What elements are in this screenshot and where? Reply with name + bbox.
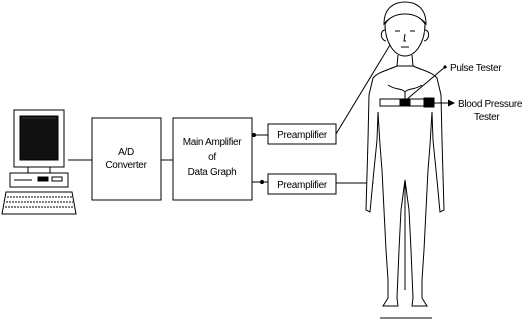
main-amplifier-label-2: of bbox=[208, 152, 216, 163]
computer-icon bbox=[2, 110, 76, 214]
preamplifier-top-block: Preamplifier bbox=[268, 124, 336, 144]
amplifier-to-preamplifier-lines bbox=[252, 133, 268, 183]
blood-pressure-tester-callout: Blood Pressure Tester bbox=[434, 99, 523, 123]
main-amplifier-label-1: Main Amplifier bbox=[183, 137, 243, 148]
human-figure-icon bbox=[366, 2, 444, 318]
ad-converter-label-2: Converter bbox=[105, 160, 147, 171]
preamplifier-bottom-label: Preamplifier bbox=[277, 180, 328, 191]
main-amplifier-label-3: Data Graph bbox=[188, 167, 237, 178]
main-amplifier-block: Main Amplifier of Data Graph bbox=[173, 118, 252, 200]
ad-converter-block: A/D Converter bbox=[92, 118, 161, 200]
preamplifier-top-label: Preamplifier bbox=[277, 130, 328, 141]
blood-pressure-tester-label-1: Blood Pressure bbox=[458, 99, 523, 110]
pulse-tester-label: Pulse Tester bbox=[450, 63, 502, 74]
ad-converter-label-1: A/D bbox=[118, 147, 134, 158]
preamplifier-bottom-block: Preamplifier bbox=[268, 174, 336, 194]
blood-pressure-tester-label-2: Tester bbox=[474, 112, 500, 123]
